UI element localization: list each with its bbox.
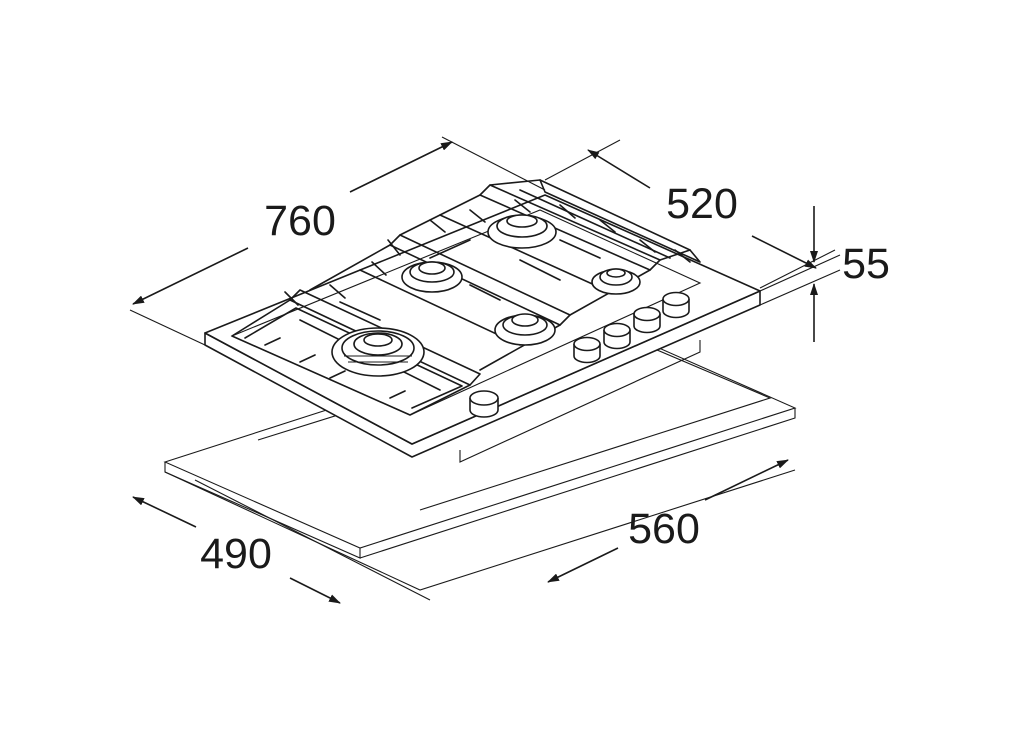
knob-5 — [662, 291, 690, 319]
dimension-width-label: 760 — [264, 197, 336, 245]
dimension-width: 760 — [129, 136, 546, 346]
burners — [331, 214, 641, 377]
knob-3 — [603, 322, 631, 350]
dimension-cutout-depth: 490 — [132, 496, 341, 604]
control-knobs — [469, 291, 690, 418]
knob-4 — [633, 306, 661, 334]
burner-large-rear — [487, 214, 557, 249]
burner-small — [591, 268, 641, 295]
burner-wok — [331, 327, 425, 377]
burner-medium-front — [494, 313, 556, 346]
knob-1 — [469, 390, 499, 418]
dimension-cutout-width: 560 — [547, 459, 789, 583]
dimension-cutout-depth-label: 490 — [200, 530, 272, 578]
dimension-height: 55 — [759, 206, 890, 342]
knob-2 — [573, 336, 601, 364]
dimension-depth-label: 520 — [666, 180, 738, 228]
dimension-height-label: 55 — [842, 240, 890, 288]
burner-medium-rear — [401, 261, 463, 293]
dimension-depth: 520 — [544, 139, 836, 289]
dimension-cutout-width-label: 560 — [628, 505, 700, 553]
